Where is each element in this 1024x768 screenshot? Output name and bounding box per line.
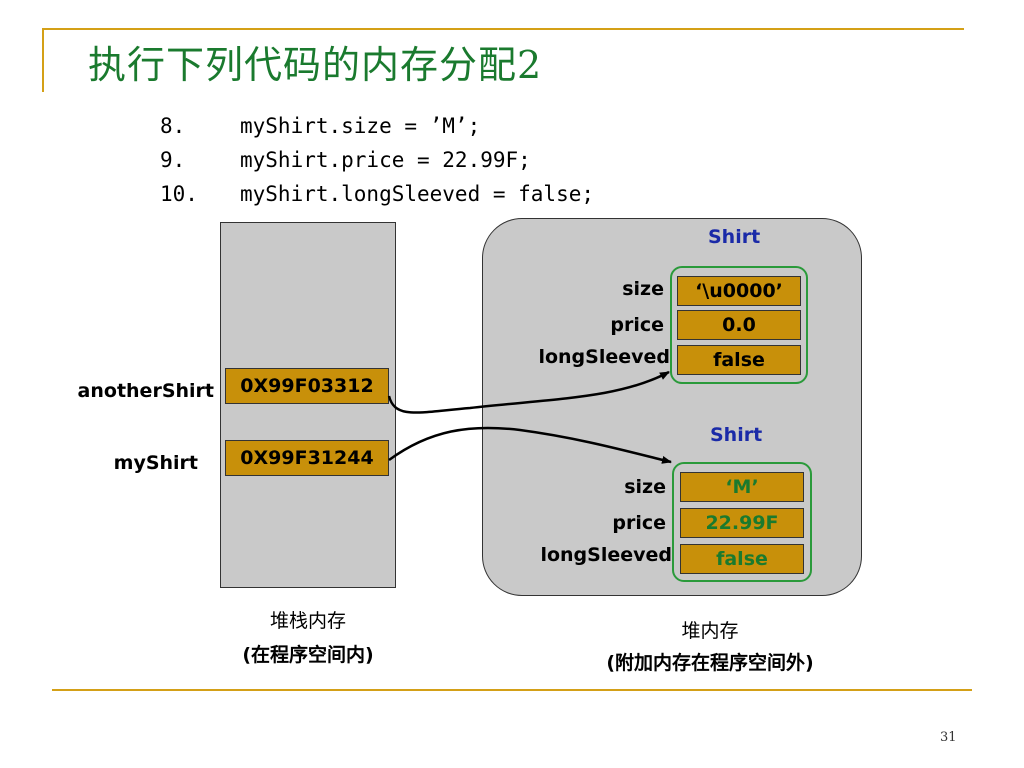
field-value: 22.99F xyxy=(680,508,804,538)
code-line-number: 10. xyxy=(160,182,198,206)
stack-var-address: 0X99F03312 xyxy=(225,368,389,404)
code-line-text: myShirt.longSleeved = false; xyxy=(240,182,595,206)
field-name: size xyxy=(624,476,666,498)
footer-accent-line xyxy=(52,689,972,691)
code-line-number: 8. xyxy=(160,114,186,138)
anothershirt-reference-arrow xyxy=(387,370,670,414)
code-line-text: myShirt.size = ’M’; xyxy=(240,114,481,138)
field-name: longSleeved xyxy=(538,346,670,368)
heap-caption-line1: 堆内存 xyxy=(681,620,739,642)
stack-memory-region xyxy=(220,222,396,588)
field-name: price xyxy=(610,314,664,336)
stack-var-name: anotherShirt xyxy=(77,380,214,402)
stack-caption-line2: (在程序空间内) xyxy=(242,644,374,666)
myshirt-reference-arrow xyxy=(388,426,672,464)
field-value: false xyxy=(680,544,804,574)
field-name: longSleeved xyxy=(540,544,672,566)
code-line: 10. myShirt.longSleeved = false; xyxy=(160,182,594,206)
code-line-number: 9. xyxy=(160,148,186,172)
object-class-name: Shirt xyxy=(708,226,761,248)
code-line: 9. myShirt.price = 22.99F; xyxy=(160,148,531,172)
stack-var-address: 0X99F31244 xyxy=(225,440,389,476)
field-name: price xyxy=(612,512,666,534)
field-value: 0.0 xyxy=(677,310,801,340)
heap-object xyxy=(670,266,808,384)
field-value: ‘M’ xyxy=(680,472,804,502)
code-line-text: myShirt.price = 22.99F; xyxy=(240,148,531,172)
page-number: 31 xyxy=(940,730,957,745)
heap-object xyxy=(672,462,812,582)
title-accent-line xyxy=(42,28,964,30)
stack-var-name: myShirt xyxy=(113,452,198,474)
title-accent-vertical xyxy=(42,28,44,92)
object-class-name: Shirt xyxy=(710,424,763,446)
field-value: ‘\u0000’ xyxy=(677,276,801,306)
slide-title: 执行下列代码的内存分配2 xyxy=(88,43,543,87)
heap-caption-line2: (附加内存在程序空间外) xyxy=(606,652,814,674)
stack-caption-line1: 堆栈内存 xyxy=(269,610,346,632)
field-value: false xyxy=(677,345,801,375)
code-line: 8. myShirt.size = ’M’; xyxy=(160,114,480,138)
field-name: size xyxy=(622,278,664,300)
